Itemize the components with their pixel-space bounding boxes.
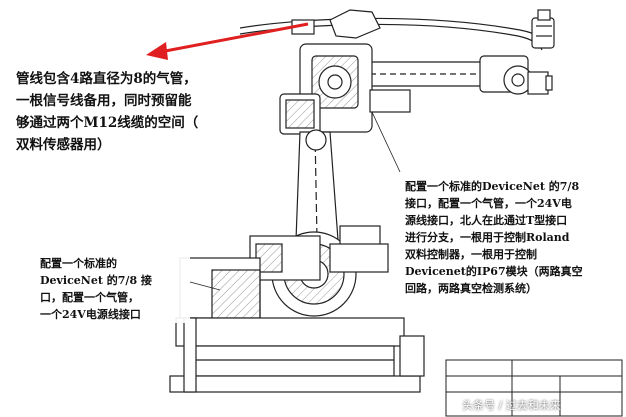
robot-base: [169, 257, 425, 393]
annotation-devicenet-lower: 配置一个标准的 DeviceNet 的7/8 接 口，配置一个气管， 一个24V…: [40, 255, 190, 323]
annotation-leaders: [189, 111, 401, 291]
elbow-housing: [279, 43, 411, 135]
upper-arm: [359, 55, 553, 95]
title-block: [445, 359, 623, 417]
annotation-devicenet-upper: 配置一个标准的DeviceNet 的7/8 接口，配置一个气管，一个24V电 源…: [405, 178, 625, 297]
main-arm: [295, 129, 339, 241]
annotation-pipeline-description: 管线包含4路直径为8的气管， 一根信号线备用，同时预留能 够通过两个M12线缆的…: [16, 68, 278, 156]
cable-harness: [239, 9, 549, 51]
shoulder-joint: [249, 225, 389, 317]
end-connector: [531, 9, 555, 49]
red-arrow: [146, 22, 309, 60]
watermark: 头条号 / 过去和未来: [462, 399, 561, 412]
